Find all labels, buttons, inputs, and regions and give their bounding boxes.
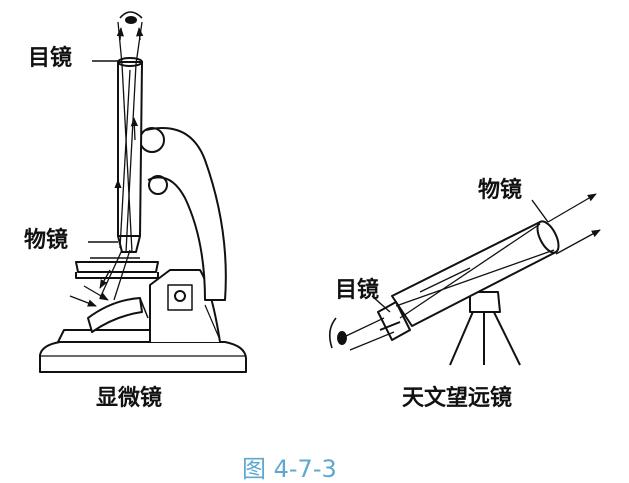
microscope-eyepiece-label: 目镜 bbox=[28, 46, 72, 72]
telescope-eye-icon bbox=[330, 318, 346, 348]
tel-objective-leader-line bbox=[532, 200, 548, 222]
telescope-tripod bbox=[450, 292, 520, 365]
telescope-objective-label: 物镜 bbox=[478, 178, 522, 204]
microscope-mirror bbox=[88, 298, 148, 332]
telescope-caption: 天文望远镜 bbox=[402, 386, 512, 412]
microscope-arm bbox=[140, 128, 226, 342]
figure-number: 图 4-7-3 bbox=[242, 455, 337, 483]
telescope-eyepiece-label: 目镜 bbox=[335, 278, 379, 304]
microscope-eye-icon bbox=[120, 12, 142, 23]
microscope-caption: 显微镜 bbox=[96, 386, 162, 412]
microscope-objective-label: 物镜 bbox=[24, 228, 68, 254]
